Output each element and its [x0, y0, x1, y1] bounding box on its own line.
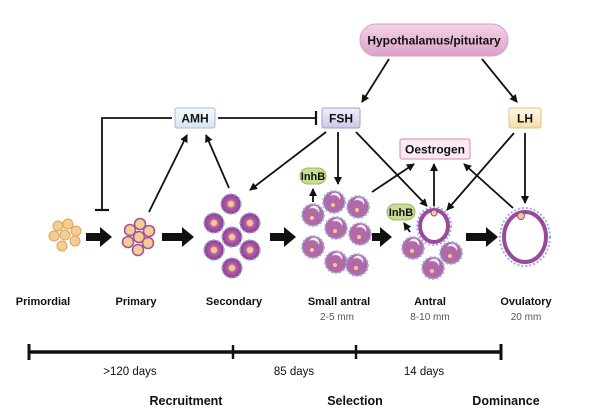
- small-antral-follicle-cluster: [301, 190, 372, 277]
- timeline: [27, 344, 503, 360]
- stage-label-primary: Primary: [116, 296, 158, 308]
- progression-arrow: [162, 227, 194, 247]
- stage-progression-arrows: [86, 227, 498, 247]
- stage-size-antral: 8-10 mm: [410, 312, 449, 323]
- arrow-secondary-to-amh: [205, 134, 230, 189]
- inhb-label: InhB: [389, 207, 413, 219]
- hypothalamus-pituitary-box: Hypothalamus/pituitary: [359, 23, 509, 57]
- stage-labels: Primordial Primary Secondary Small antra…: [16, 296, 553, 323]
- secondary-follicle-cluster: [203, 193, 261, 279]
- arrow-fsh-to-secondary: [249, 131, 327, 191]
- inhibition-amh-primordial: [101, 117, 172, 210]
- stage-label-ovulatory: Ovulatory: [500, 296, 552, 308]
- amh-label: AMH: [181, 112, 208, 126]
- inhb-badge-antral: InhB: [386, 203, 416, 221]
- stage-size-small-antral: 2-5 mm: [320, 312, 354, 323]
- arrow-lh-to-antral: [446, 132, 515, 211]
- arrow-small-antral-to-oestrogen: [371, 163, 415, 193]
- arrow-primary-to-amh: [148, 134, 188, 213]
- lh-label: LH: [517, 112, 533, 126]
- oestrogen-box: Oestrogen: [399, 138, 471, 160]
- segment-label: 85 days: [274, 366, 315, 378]
- stage-label-small-antral: Small antral: [308, 296, 370, 308]
- progression-arrow: [372, 227, 392, 247]
- regulatory-arrows: [95, 58, 529, 233]
- amh-box: AMH: [174, 107, 216, 129]
- arrow-antral-to-inhb: [403, 222, 412, 233]
- hypothalamus-label: Hypothalamus/pituitary: [367, 34, 501, 48]
- stage-size-ovulatory: 20 mm: [511, 312, 542, 323]
- lh-box: LH: [508, 107, 542, 129]
- progression-arrow: [270, 227, 296, 247]
- phase-label-selection: Selection: [327, 394, 383, 408]
- antral-follicle-cluster: [401, 206, 463, 280]
- phase-label-recruitment: Recruitment: [150, 394, 224, 408]
- stage-label-antral: Antral: [414, 296, 446, 308]
- stage-label-primordial: Primordial: [16, 296, 70, 308]
- arrow-hyp-to-lh: [481, 58, 518, 103]
- oestrogen-label: Oestrogen: [405, 143, 465, 157]
- fsh-label: FSH: [329, 112, 353, 126]
- fsh-box: FSH: [321, 107, 361, 129]
- arrow-hyp-to-fsh: [361, 58, 390, 103]
- timeline-labels: >120 days 85 days 14 days Recruitment Se…: [103, 366, 539, 408]
- phase-label-dominance: Dominance: [472, 394, 539, 408]
- segment-label: 14 days: [404, 366, 445, 378]
- progression-arrow: [466, 227, 498, 247]
- segment-label: >120 days: [103, 366, 157, 378]
- primary-follicle-cluster: [121, 217, 156, 257]
- ovulatory-follicle: [499, 207, 551, 267]
- arrow-fsh-to-antral: [355, 131, 428, 207]
- stage-label-secondary: Secondary: [206, 296, 263, 308]
- inhb-label: InhB: [301, 171, 325, 183]
- inhb-badge-small-antral: InhB: [299, 167, 327, 185]
- primordial-follicle-cluster: [48, 218, 82, 252]
- arrow-ovulatory-to-oestrogen: [463, 163, 514, 209]
- progression-arrow: [86, 227, 112, 247]
